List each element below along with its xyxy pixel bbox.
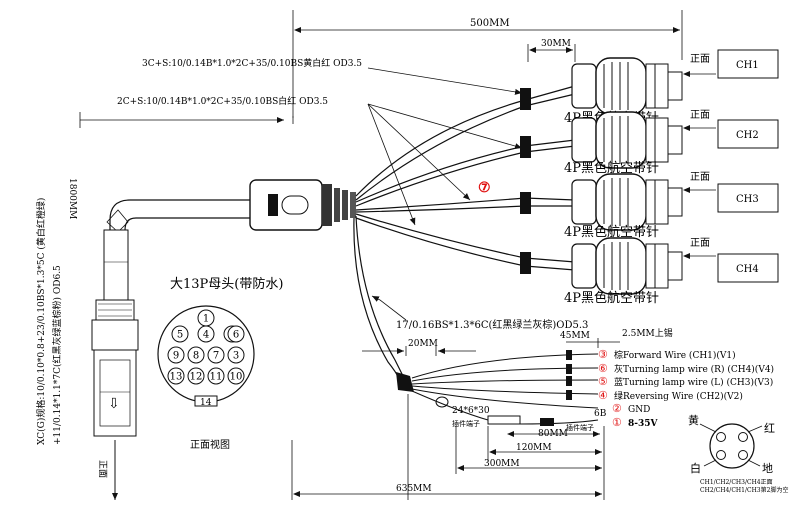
- dim-80-label: 80MM: [538, 429, 568, 439]
- pin-8: [187, 346, 205, 364]
- pin-10-label: 10: [230, 372, 243, 383]
- pin-7-label: 7: [213, 351, 219, 362]
- wire-text-4: 绿Reversing Wire (CH2)(V2): [614, 390, 743, 402]
- pin-12-label: 12: [190, 372, 203, 383]
- dim-500: 500MM: [292, 10, 683, 118]
- pin-white: 白: [690, 461, 701, 475]
- wire-num-5: ②: [612, 402, 622, 415]
- dim-120-label: 120MM: [516, 443, 552, 453]
- pin-13: [167, 367, 185, 385]
- wire-num-2: ⑥: [598, 362, 608, 375]
- bottom-dims: 80MM 120MM 300MM 635MM: [291, 394, 605, 500]
- pin-9: [167, 346, 185, 364]
- lower-harness: 17/0.16BS*1.3*6C(红黑绿兰灰棕)OD5.3 45MM 2.5MM…: [362, 295, 673, 432]
- pin-3-label: 3: [233, 351, 239, 362]
- six-label: 6B: [594, 409, 607, 419]
- pin-7: [207, 346, 225, 364]
- pin-1-label: 1: [203, 314, 209, 325]
- ring-label: 24*6*30: [452, 406, 490, 416]
- pin-yellow: 黄: [688, 413, 699, 427]
- cable-spec-2: 2C+S:10/0.14B*1.0*2C+35/0.10BS白红 OD3.5: [117, 95, 328, 107]
- wire-text-2: 灰Turning lamp wire (R) (CH4)(V4): [614, 363, 774, 375]
- pin-6-label: 6: [233, 330, 239, 341]
- dim-300-label: 300MM: [484, 459, 520, 469]
- pin-layout: 12345678910111213: [167, 309, 245, 385]
- plug-front-label: 正面: [97, 460, 108, 478]
- connector-ch3: 4P黑色航空带针 正面 CH3: [564, 172, 779, 240]
- fuse-left: 插件端子: [452, 419, 480, 428]
- wire-text-1: 棕Forward Wire (CH1)(V1): [614, 349, 736, 361]
- wire-num-1: ③: [598, 348, 608, 361]
- pin-12: [187, 367, 205, 385]
- connector-ch4-front: 正面: [690, 238, 710, 249]
- pin-10: [227, 367, 245, 385]
- pin-4: [197, 325, 215, 343]
- dim-30-label: 30MM: [541, 39, 571, 49]
- connector-ch3-front: 正面: [690, 172, 710, 183]
- pin-4-label: 4: [203, 330, 209, 341]
- connector-ch3-label: 4P黑色航空带针: [564, 224, 659, 240]
- cable-spec-3: 17/0.16BS*1.3*6C(红黑绿兰灰棕)OD5.3: [396, 318, 588, 331]
- wire-text-3: 蓝Turning lamp wire (L) (CH3)(V3): [614, 376, 773, 388]
- pin-11: [207, 367, 225, 385]
- connector-ch1: 4P黑色航空带针 正面 CH1: [564, 49, 779, 126]
- connector-ch2-label: 4P黑色航空带针: [564, 160, 659, 176]
- channel-ch4: CH4: [736, 264, 759, 275]
- dim-30: 30MM: [527, 39, 576, 62]
- vertical-spec-1: XC(G)规格:10/0.10*0.8+23/0.10BS*1.3*5C (黄白…: [35, 198, 47, 445]
- dim-500-label: 500MM: [470, 18, 510, 29]
- pin-11-label: 11: [210, 372, 223, 383]
- connector-ch4-label: 4P黑色航空带针: [564, 290, 659, 306]
- plug-arrow-icon: ⇩: [108, 396, 120, 412]
- connector-ch4: 4P黑色航空带针 正面 CH4: [564, 237, 779, 306]
- pin-note-2: CH2/CH4/CH1/CH3第2脚为空: [700, 486, 788, 494]
- plug-face-view: 大13P母头(带防水) 14 12345678910111213 正面视图: [157, 276, 283, 451]
- marker-7: ⑦: [478, 180, 491, 196]
- wire-num-3: ⑤: [598, 375, 608, 388]
- plug-title: 大13P母头(带防水): [170, 276, 283, 292]
- pin-3: [227, 346, 245, 364]
- branch-cables: [353, 85, 576, 381]
- pin-9-label: 9: [173, 351, 179, 362]
- pin-6: [227, 325, 245, 343]
- tin-label: 2.5MM上锡: [622, 328, 673, 339]
- channel-ch2: CH2: [736, 130, 759, 141]
- connector-ch2-front: 正面: [690, 110, 710, 121]
- pin-note-1: CH1/CH2/CH3/CH4正面: [700, 479, 773, 486]
- channel-ch3: CH3: [736, 194, 759, 205]
- connector-ch2: 4P黑色航空带针 正面 CH2: [564, 110, 779, 176]
- channel-ch1: CH1: [736, 60, 759, 71]
- ferrites: [520, 88, 531, 274]
- main-cable: 1800MM ⇩ 正面: [67, 112, 294, 500]
- cable-hub: [249, 179, 356, 231]
- fuse-right: 插件端子: [566, 423, 594, 432]
- pin-13-label: 13: [170, 372, 183, 383]
- pin-8-label: 8: [193, 351, 199, 362]
- pin-5-label: 5: [177, 330, 183, 341]
- dim-45-label: 45MM: [560, 331, 590, 341]
- connector-ch1-front: 正面: [690, 54, 710, 65]
- plug-caption: 正面视图: [190, 438, 230, 451]
- pin-diagram: 黄 红 白 地 CH1/CH2/CH3/CH4正面 CH2/CH4/CH1/CH…: [688, 413, 788, 494]
- wire-num-4: ④: [598, 389, 608, 402]
- wire-text-6: 8-35V: [628, 419, 659, 429]
- wire-num-6: ①: [612, 416, 622, 429]
- pin-red: 红: [764, 422, 775, 435]
- cable-spec-1: 3C+S:10/0.14B*1.0*2C+35/0.10BS黄白红 OD3.5: [142, 57, 362, 69]
- plug-key: 14: [200, 398, 212, 408]
- dim-635-label: 635MM: [396, 484, 432, 494]
- pin-ground: 地: [762, 462, 773, 475]
- vertical-spec-2: +11/0.14*1.1*7C(红黑灰绿蓝棕粉) OD6.5: [51, 265, 63, 445]
- pin-5: [171, 325, 189, 343]
- wire-labels: ③ 棕Forward Wire (CH1)(V1) ⑥ 灰Turning lam…: [598, 348, 774, 429]
- dim-1800-label: 1800MM: [67, 178, 77, 219]
- wire-text-5: GND: [628, 405, 650, 415]
- dim-20-label: 20MM: [408, 339, 438, 349]
